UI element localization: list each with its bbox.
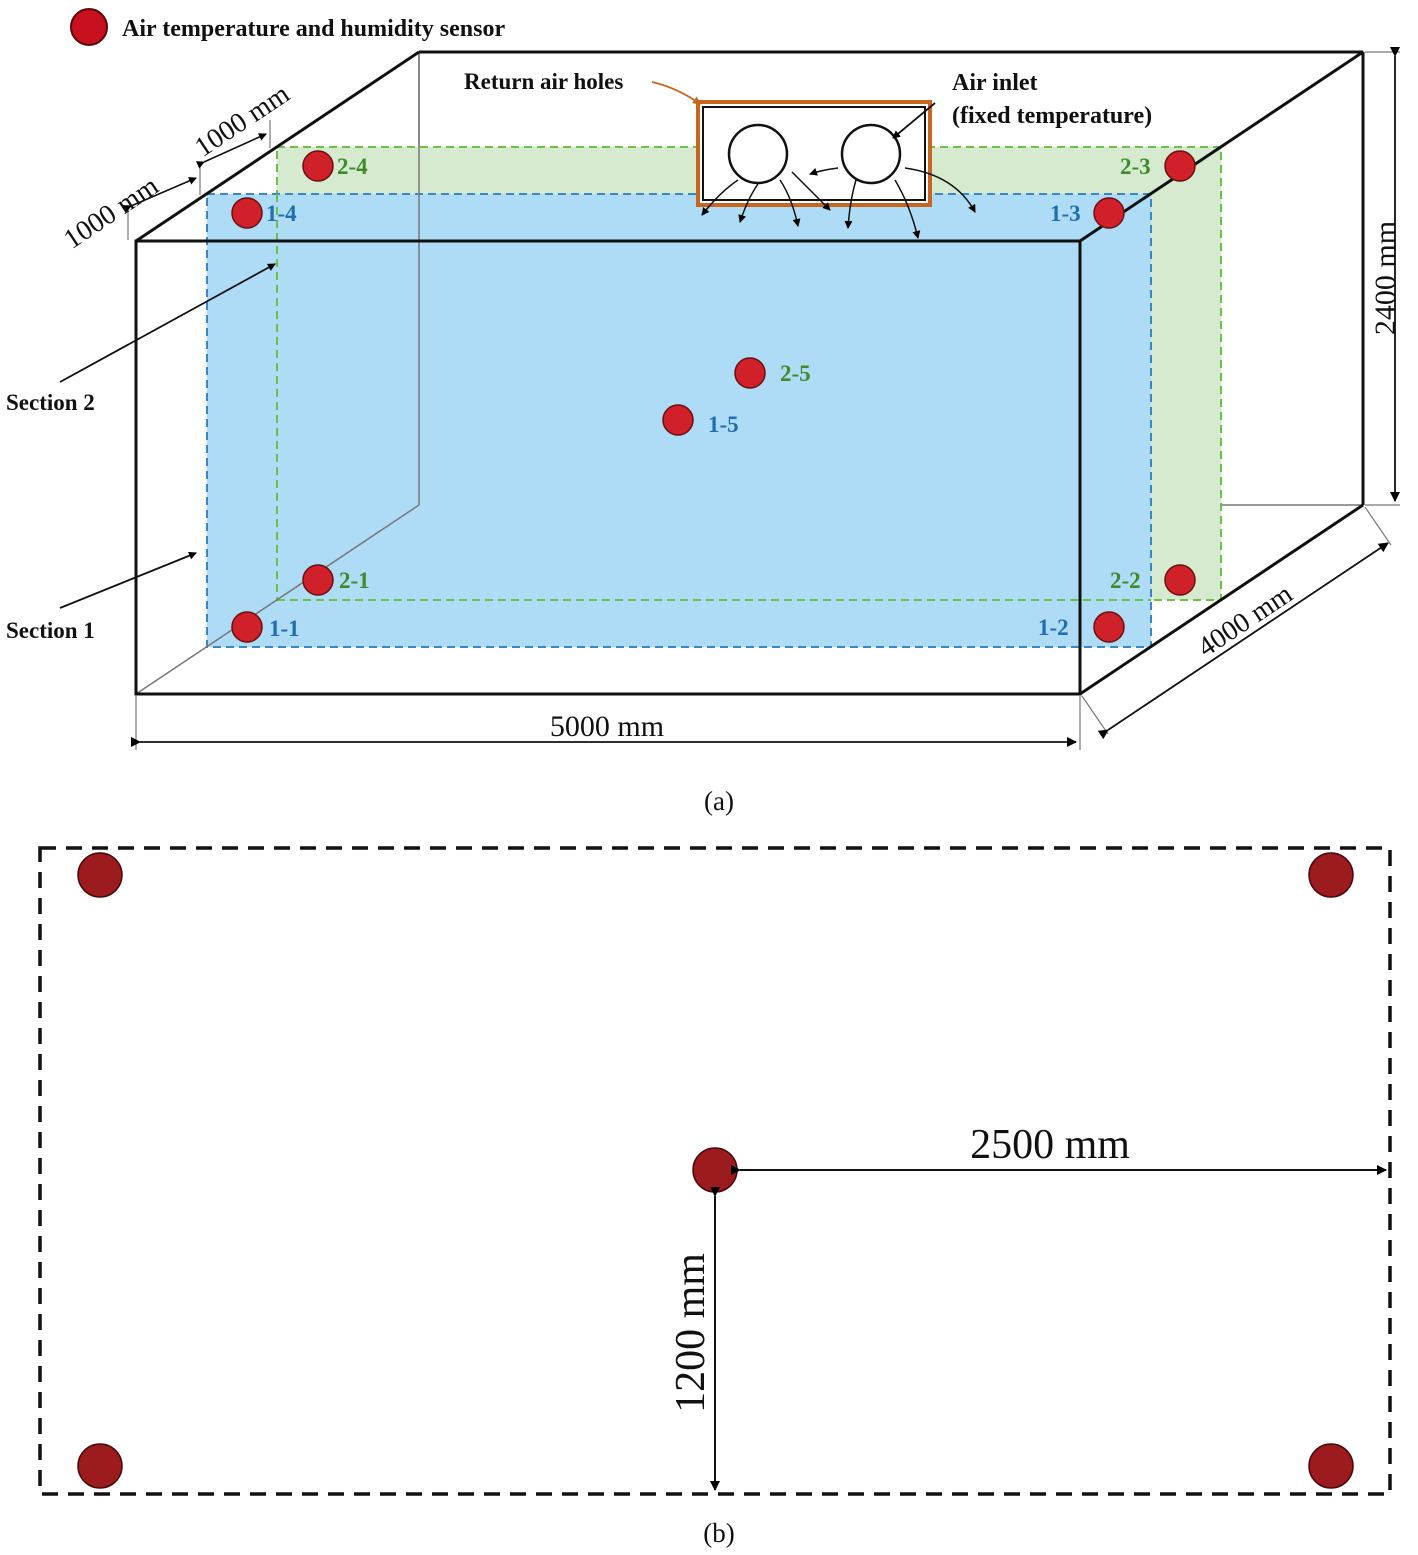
sensor-label-2-5: 2-5 [780,361,811,386]
sensor-2-2 [1164,564,1196,596]
sensor-1-5 [662,404,694,436]
sensor-label-2-1: 2-1 [339,568,370,593]
air-inlet-leader [892,102,936,139]
sensor-1-3 [1093,197,1125,229]
section-1-label: Section 1 [6,618,95,643]
sensor-2-3 [1164,150,1196,182]
offset-dimension-label-1: 1000 mm [58,170,164,255]
airflow-arrows [701,167,976,239]
sensor-2-4 [302,150,334,182]
sensor-label-1-3: 1-3 [1050,201,1081,226]
plan-sensor-top-left [77,852,123,898]
section-2-sensors: 2-4 2-3 2-5 2-1 2-2 [302,150,1196,596]
inlet-inner-box [702,106,926,201]
panel-b-caption: (b) [703,1518,734,1548]
sensor-1-2 [1093,611,1125,643]
sensor-label-1-2: 1-2 [1038,615,1069,640]
plan-sensor-bottom-right [1308,1443,1354,1489]
depth-ext-a [1081,695,1109,735]
return-air-hole [727,123,789,185]
panel-b: 2500 mm 1200 mm (b) [38,846,1392,1548]
room-inner-edge-bottom-left [135,504,420,695]
sensor-label-2-4: 2-4 [337,154,368,179]
sensor-2-5 [734,357,766,389]
room-top-right-edge [1079,50,1364,243]
legend: Air temperature and humidity sensor [70,8,505,46]
plan-sensor-top-right [1308,852,1354,898]
depth-dimension-line [1097,542,1389,740]
sensor-label-1-4: 1-4 [266,201,297,226]
plan-boundary [38,846,1392,1496]
sensor-label-1-5: 1-5 [708,412,739,437]
depth-ext-b [1364,506,1392,546]
panel-a-caption: (a) [704,786,734,816]
sensor-label-2-2: 2-2 [1110,568,1141,593]
return-air-label: Return air holes [464,69,623,94]
room-front-face [134,239,1082,696]
sensor-1-4 [231,197,263,229]
sensor-2-1 [302,564,334,596]
section-2-leader [59,263,276,383]
plan-horizontal-dimension-label: 2500 mm [970,1122,1130,1168]
sensor-1-1 [231,611,263,643]
section-1-sensors: 1-4 1-3 1-5 1-1 1-2 [231,197,1125,643]
height-dimension-label: 2400 mm [1369,221,1402,335]
width-dimension-label: 5000 mm [550,710,664,743]
panel-a: Return air holes Air inlet (fixed temper… [6,47,1402,816]
air-inlet-sub-label: (fixed temperature) [952,103,1152,129]
air-inlet-label: Air inlet [952,70,1038,96]
air-inlet-unit [696,100,976,239]
air-inlet-hole [840,123,902,185]
sensor-label-1-1: 1-1 [269,616,300,641]
plan-sensor-bottom-left [77,1443,123,1489]
plan-sensor-center [692,1147,738,1193]
return-air-leader [651,81,701,105]
legend-label: Air temperature and humidity sensor [122,16,505,42]
section-1-leader [59,551,197,609]
section-2-label: Section 2 [6,390,95,415]
offset-dim-line-2 [195,133,267,169]
legend-sensor-icon [70,8,108,46]
offset-dim-line-1 [122,177,197,213]
plan-vertical-dimension-label: 1200 mm [668,1253,714,1413]
sensor-label-2-3: 2-3 [1120,154,1151,179]
